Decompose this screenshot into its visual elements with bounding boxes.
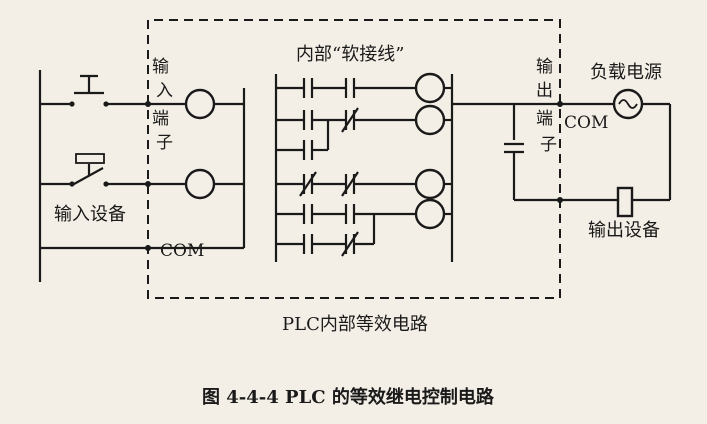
input-terminal-char-4: 子 [156,133,173,153]
plc-boundary [147,19,561,299]
pushbutton-switch-icon [69,74,109,107]
input-device-label: 输入设备 [54,204,126,225]
input-terminal-label: 输 入 端 子 [152,57,173,153]
output-terminal-char-2: 出 [536,81,553,101]
output-terminal-char-1: 输 [536,57,553,77]
input-terminal-char-1: 输 [152,57,169,77]
plc-equivalent-circuit-label: PLC内部等效电路 [282,314,428,335]
limit-switch-icon [69,153,109,187]
ladder-rung-3-branch [276,120,330,160]
output-com-label: COM [564,113,608,133]
load-power-label: 负载电源 [590,62,662,83]
ladder-rung-1 [276,72,452,104]
output-terminal-char-4: 子 [540,135,557,155]
output-terminal-char-3: 端 [536,109,553,129]
ladder-rung-5 [276,198,452,230]
output-device-label: 输出设备 [588,220,660,241]
ladder-rung-6-branch [276,214,376,257]
input-terminal-char-3: 端 [152,109,169,129]
input-com-label: COM [160,241,204,261]
input-relay-coil-2 [184,168,216,200]
output-terminal-label: 输 出 端 子 [536,57,557,155]
ac-power-source-icon [612,88,644,120]
output-load-device-icon [616,186,634,218]
output-contact-icon [504,142,524,154]
input-relay-coil-1 [184,88,216,120]
input-terminal-char-2: 入 [156,81,173,101]
internal-soft-wiring-label: 内部“软接线” [296,44,404,65]
ladder-rung-2 [276,104,452,136]
ladder-rung-4 [276,168,452,200]
figure-caption: 图 4-4-4 PLC 的等效继电控制电路 [202,386,495,408]
